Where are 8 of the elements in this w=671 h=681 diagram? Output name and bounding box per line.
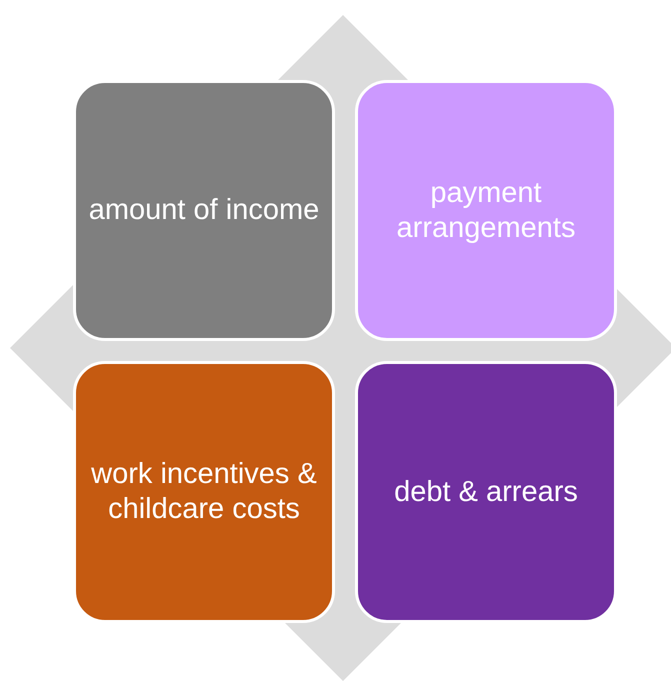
rounded-box — [355, 361, 617, 623]
rounded-box — [73, 361, 335, 623]
rounded-box — [355, 80, 617, 341]
box-label: payment arrangements — [396, 176, 576, 246]
rounded-box — [73, 80, 335, 341]
box-label: amount of income — [88, 193, 320, 228]
box-label: debt & arrears — [394, 474, 578, 510]
box-label: work incentives & childcare costs — [90, 457, 318, 527]
